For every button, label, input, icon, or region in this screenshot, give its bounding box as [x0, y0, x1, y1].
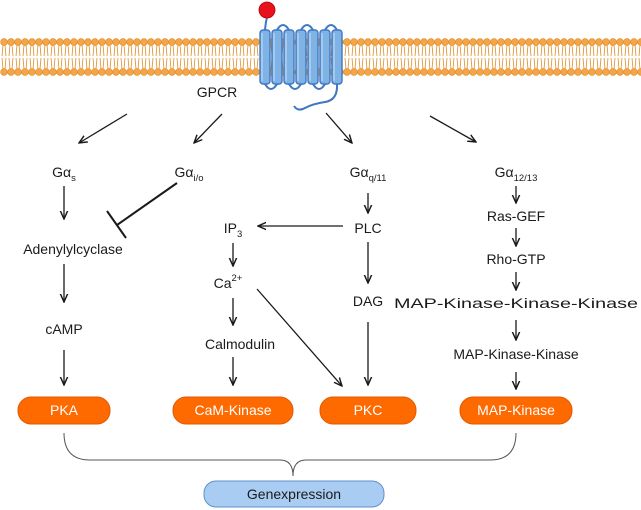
ligand-icon	[258, 1, 276, 19]
mapkk-label: MAP-Kinase-Kinase	[453, 346, 578, 362]
arrow-calcium-to-pkc	[256, 288, 342, 386]
genexpression-box: Genexpression	[203, 480, 385, 508]
svg-text:Genexpression: Genexpression	[247, 486, 341, 502]
mapkkk-label: MAP-Kinase-Kinase-Kinase	[394, 295, 638, 311]
gpcr-receptor-icon	[259, 17, 343, 111]
map-kinase-box: MAP-Kinase	[459, 396, 573, 425]
g-alpha-s-label: Gαs	[52, 164, 76, 184]
arrow-gpcr-to-gio	[194, 113, 223, 143]
dag-label: DAG	[353, 293, 383, 309]
calmodulin-label: Calmodulin	[205, 336, 275, 352]
inhibition-gio-adenylylcyclase	[116, 182, 178, 226]
camp-label: cAMP	[45, 321, 82, 337]
cam-kinase-box: CaM-Kinase	[172, 396, 294, 425]
svg-text:MAP-Kinase: MAP-Kinase	[477, 402, 555, 418]
pkc-box: PKC	[319, 396, 417, 425]
g-alpha-q11-label: Gαq/11	[350, 164, 387, 184]
calcium-label: Ca2+	[214, 273, 243, 291]
svg-text:PKC: PKC	[354, 402, 383, 418]
ras-gef-label: Ras-GEF	[487, 208, 545, 224]
adenylylcyclase-label: Adenylylcyclase	[23, 241, 123, 257]
arrows	[64, 112, 516, 389]
converging-brace	[63, 432, 517, 477]
svg-text:PKA: PKA	[50, 402, 79, 418]
inhibition-bar	[106, 210, 127, 239]
rho-gtp-label: Rho-GTP	[486, 251, 545, 267]
arrow-gpcr-to-g1213	[429, 115, 476, 142]
ip3-label: IP3	[224, 220, 243, 240]
pka-box: PKA	[17, 396, 111, 425]
plc-label: PLC	[354, 220, 381, 236]
svg-text:CaM-Kinase: CaM-Kinase	[194, 402, 271, 418]
arrow-gpcr-to-gs	[79, 113, 128, 143]
arrow-gpcr-to-gq	[325, 112, 352, 143]
g-alpha-io-label: Gαi/o	[174, 164, 203, 184]
g-alpha-1213-label: Gα12/13	[495, 164, 538, 184]
gpcr-label: GPCR	[197, 84, 237, 100]
